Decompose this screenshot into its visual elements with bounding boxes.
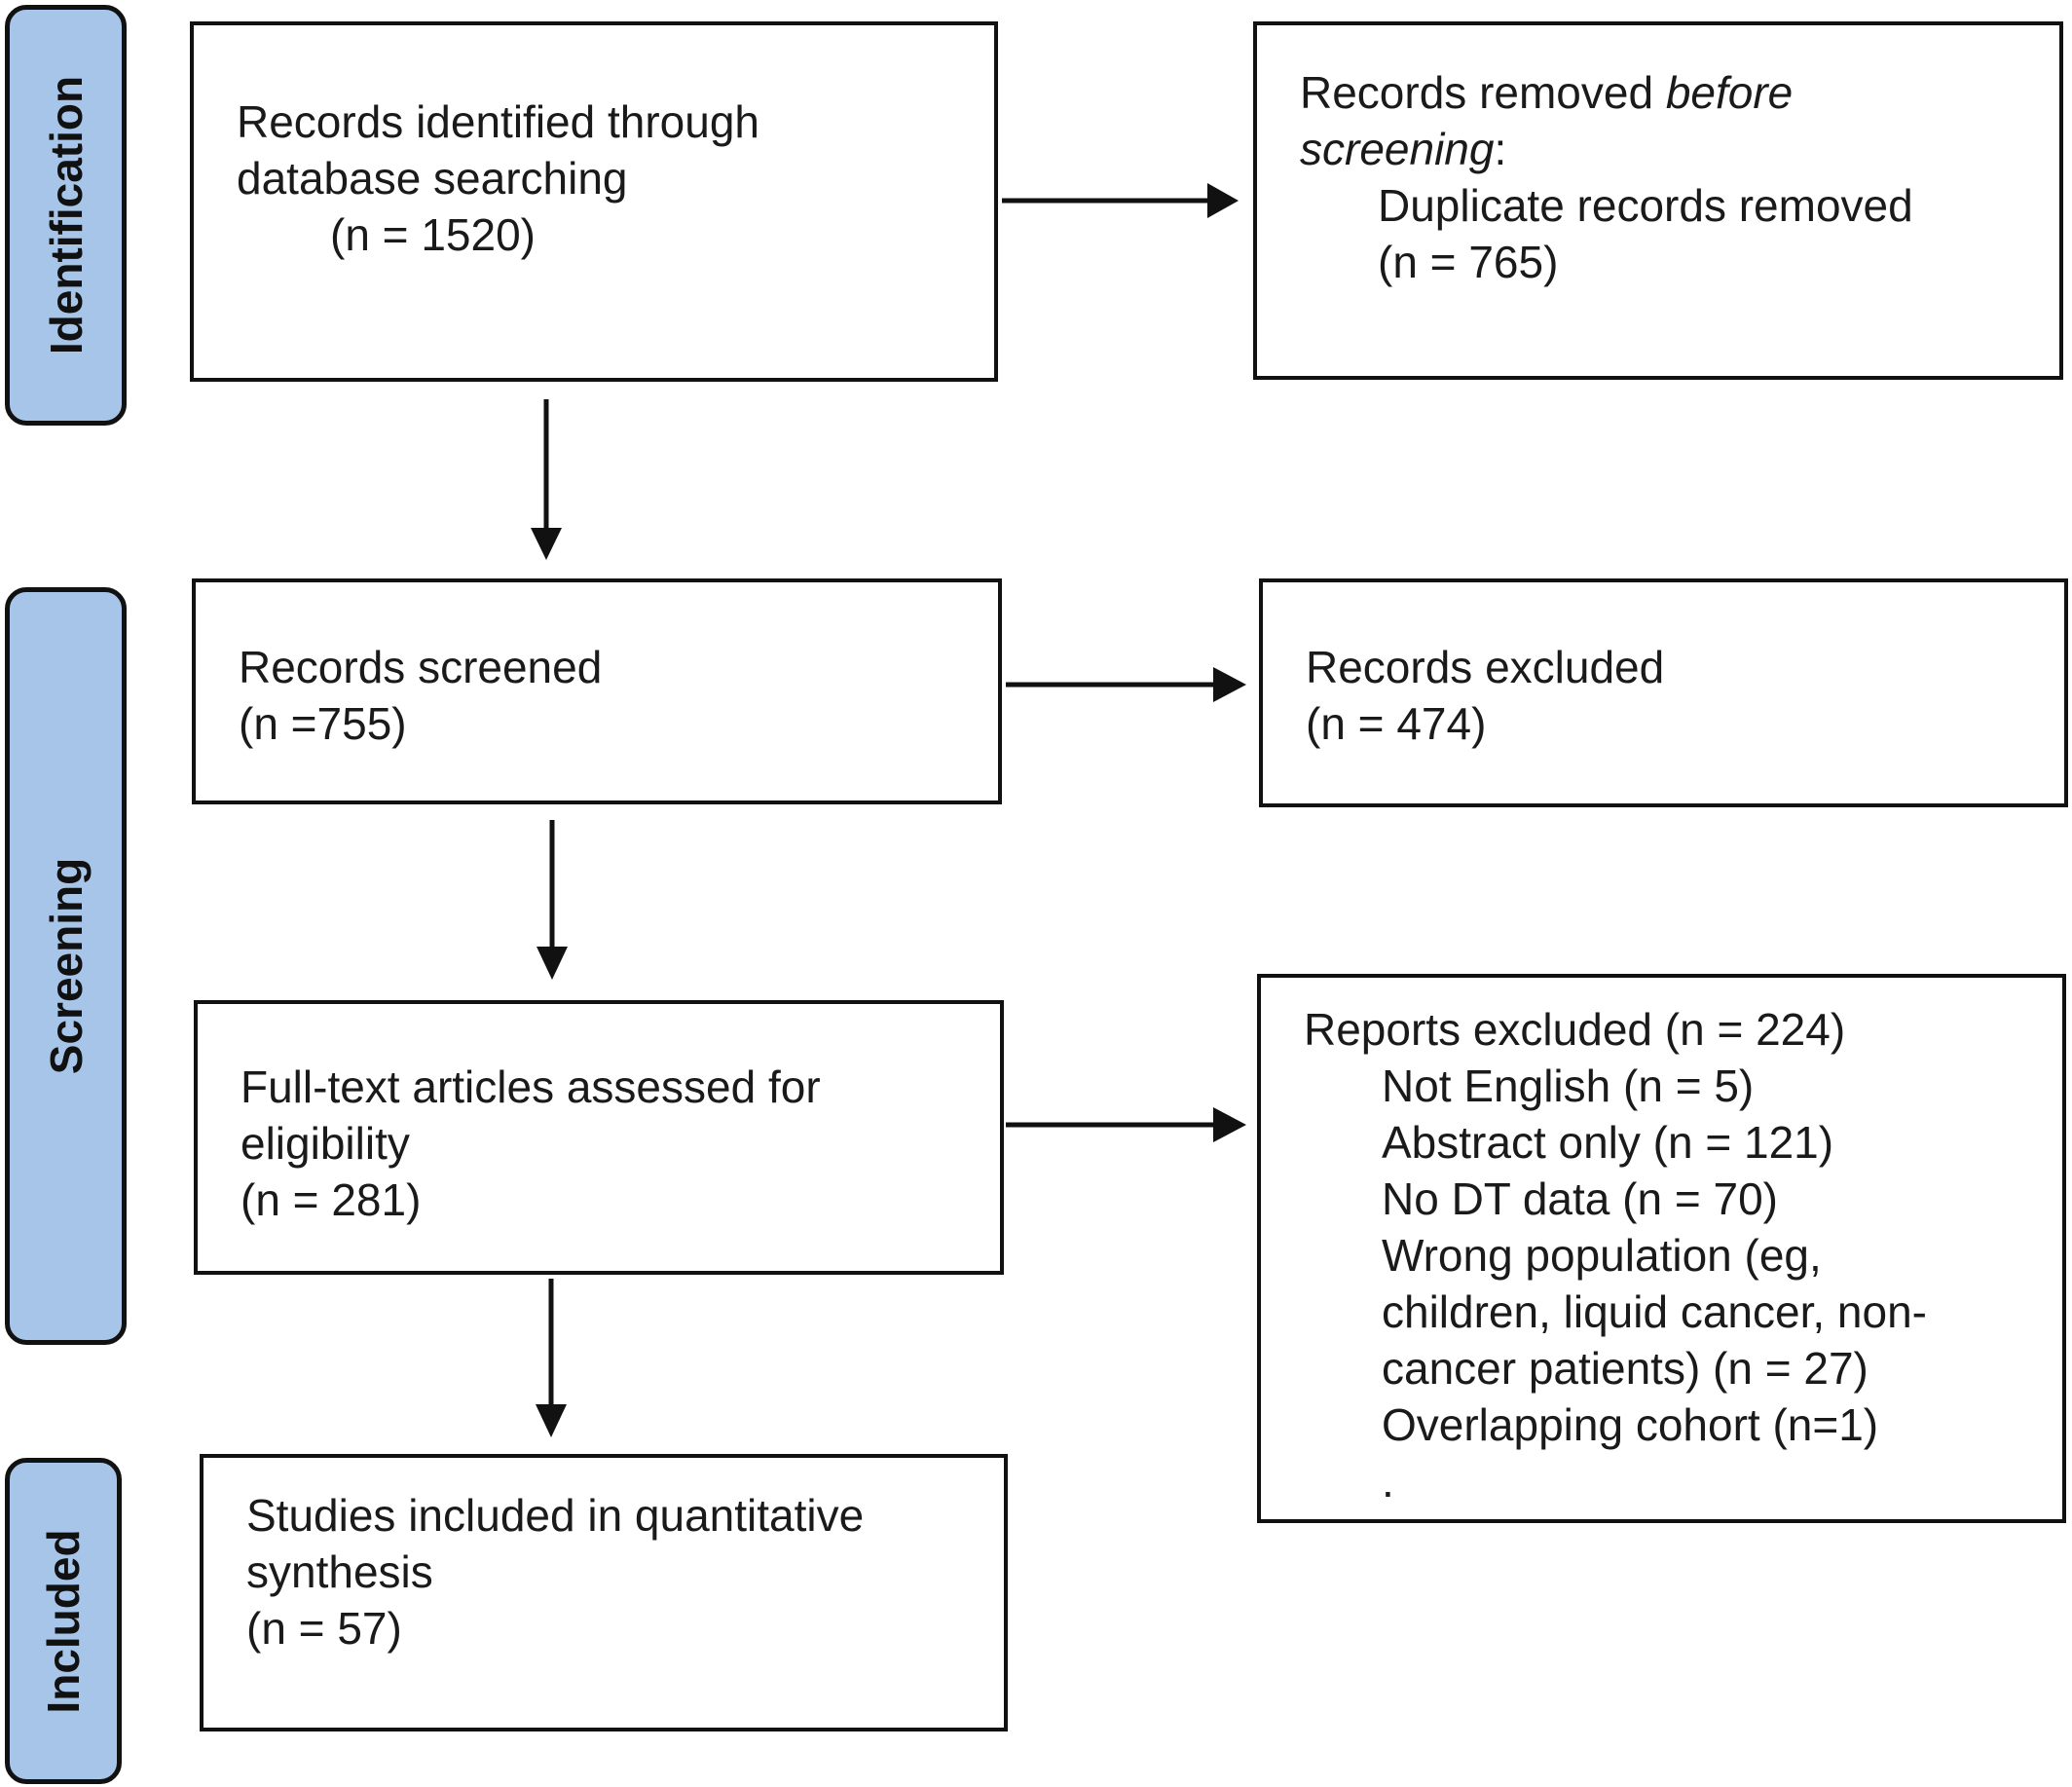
box-studies-included: Studies included in quantitative synthes…	[200, 1454, 1008, 1731]
identified-line2: database searching	[237, 153, 628, 204]
included-line2: synthesis	[246, 1546, 433, 1597]
removed-count: (n = 765)	[1378, 237, 1559, 287]
phase-screening: Screening	[5, 587, 127, 1345]
arrow-screened-to-excluded	[1006, 667, 1246, 702]
reports-excluded-item: Abstract only (n = 121)	[1382, 1117, 1834, 1168]
box-records-identified: Records identified through database sear…	[190, 21, 998, 382]
arrow-fulltext-to-reports-excluded	[1006, 1107, 1246, 1142]
box-fulltext-assessed: Full-text articles assessed for eligibil…	[194, 1000, 1004, 1275]
arrow-identified-to-screened	[531, 399, 562, 560]
removed-line2-suffix: :	[1494, 124, 1507, 174]
excluded-line1: Records excluded	[1306, 642, 1665, 692]
arrow-fulltext-to-included	[536, 1279, 567, 1437]
fulltext-count: (n = 281)	[240, 1174, 422, 1225]
box-records-removed: Records removed before screening: Duplic…	[1253, 21, 2063, 380]
arrow-screened-to-fulltext	[536, 820, 568, 980]
reports-excluded-item: .	[1382, 1456, 1394, 1507]
removed-line1: Records removed before	[1300, 64, 1913, 121]
arrow-identified-to-removed	[1002, 183, 1239, 218]
excluded-count: (n = 474)	[1306, 698, 1487, 749]
identified-line1: Records identified through	[237, 96, 759, 147]
box-reports-excluded: Reports excluded (n = 224) Not English (…	[1257, 974, 2066, 1523]
removed-line2: screening:	[1300, 121, 1913, 177]
fulltext-line1: Full-text articles assessed for	[240, 1061, 821, 1112]
box-records-screened: Records screened (n =755)	[192, 578, 1002, 804]
phase-included: Included	[5, 1458, 122, 1784]
reports-excluded-item: children, liquid cancer, non-	[1382, 1286, 1927, 1337]
box-records-excluded: Records excluded (n = 474)	[1259, 578, 2068, 807]
reports-excluded-title: Reports excluded (n = 224)	[1304, 1004, 1846, 1055]
reports-excluded-item: cancer patients) (n = 27)	[1382, 1343, 1868, 1394]
removed-line1-italic: before	[1665, 67, 1794, 118]
included-line1: Studies included in quantitative	[246, 1490, 865, 1541]
phase-identification: Identification	[5, 5, 127, 426]
removed-line1-text: Records removed	[1300, 67, 1666, 118]
included-count: (n = 57)	[246, 1603, 402, 1654]
reports-excluded-item: Overlapping cohort (n=1)	[1382, 1399, 1879, 1450]
removed-line2-italic: screening	[1300, 124, 1495, 174]
screened-line1: Records screened	[239, 642, 603, 692]
removed-line3: Duplicate records removed	[1378, 180, 1913, 231]
reports-excluded-item: Not English (n = 5)	[1382, 1061, 1755, 1111]
screened-count: (n =755)	[239, 698, 407, 749]
fulltext-line2: eligibility	[240, 1118, 410, 1169]
identified-count: (n = 1520)	[330, 209, 536, 260]
reports-excluded-item: Wrong population (eg,	[1382, 1230, 1822, 1281]
reports-excluded-item: No DT data (n = 70)	[1382, 1173, 1778, 1224]
